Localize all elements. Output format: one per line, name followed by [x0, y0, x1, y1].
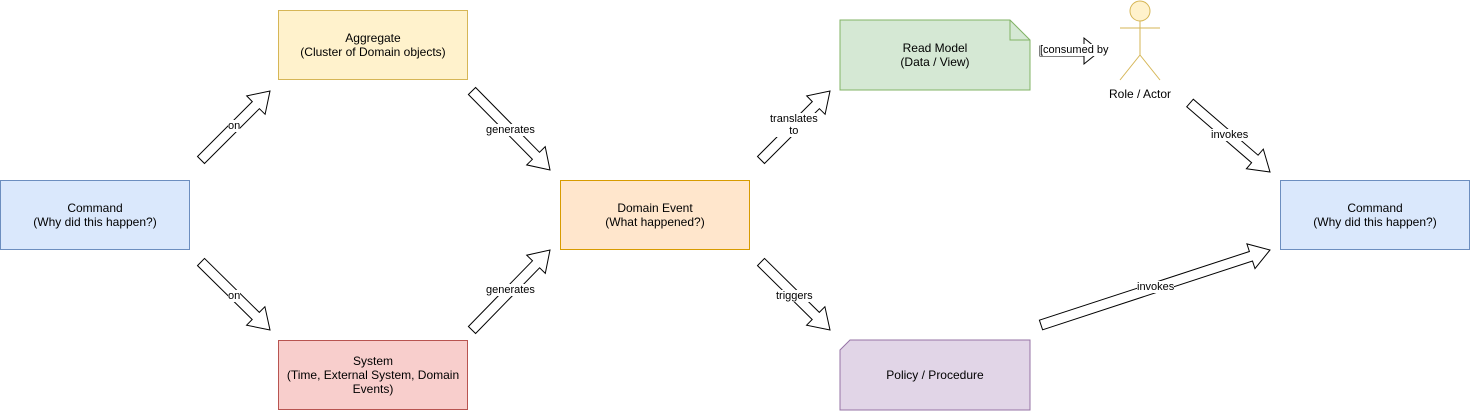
- edge-label-triggers: triggers: [776, 290, 813, 302]
- edge-label-invokes-policy: invokes: [1137, 281, 1175, 293]
- edge-label-translates-line1: translates: [770, 113, 818, 125]
- actor-label: Role / Actor: [1108, 87, 1172, 101]
- command-right-node: Command (Why did this happen?): [1280, 180, 1470, 250]
- policy-node: Policy / Procedure: [840, 340, 1030, 410]
- edge-label-translates-line2: to: [789, 125, 799, 137]
- aggregate-subtitle: (Cluster of Domain objects): [300, 45, 446, 59]
- edge-label-on-bottom: on: [228, 290, 241, 302]
- edge-label-invokes-actor: invokes: [1211, 129, 1249, 141]
- command-left-subtitle: (Why did this happen?): [33, 215, 157, 229]
- system-subtitle: (Time, External System, Domain: [286, 368, 460, 382]
- command-right-title: Command: [1347, 201, 1403, 215]
- aggregate-title: Aggregate: [345, 31, 401, 45]
- edge-label-translates: translates to: [770, 113, 818, 137]
- policy-title: Policy / Procedure: [886, 368, 984, 382]
- edge-label-generates-top: generates: [486, 124, 535, 136]
- edge-label-generates-bottom: generates: [486, 284, 535, 296]
- command-left-title: Command: [67, 201, 123, 215]
- domain-event-title: Domain Event: [617, 201, 693, 215]
- actor-icon: [1119, 0, 1161, 81]
- system-subtitle-2: Events): [352, 382, 394, 396]
- system-title: System: [352, 354, 393, 368]
- system-node: System (Time, External System, Domain Ev…: [278, 340, 468, 410]
- read-model-node: Read Model (Data / View): [840, 20, 1030, 90]
- command-left-node: Command (Why did this happen?): [0, 180, 190, 250]
- edge-label-on-top: on: [228, 120, 241, 132]
- domain-event-node: Domain Event (What happened?): [560, 180, 750, 250]
- command-right-subtitle: (Why did this happen?): [1313, 215, 1437, 229]
- read-model-title: Read Model: [902, 41, 968, 55]
- policy-shape: [839, 339, 1031, 411]
- read-model-subtitle: (Data / View): [900, 55, 970, 69]
- read-model-shape: [839, 19, 1031, 91]
- edge-label-consumed-by: [consumed by: [1040, 44, 1109, 56]
- domain-event-subtitle: (What happened?): [605, 215, 705, 229]
- aggregate-node: Aggregate (Cluster of Domain objects): [278, 10, 468, 80]
